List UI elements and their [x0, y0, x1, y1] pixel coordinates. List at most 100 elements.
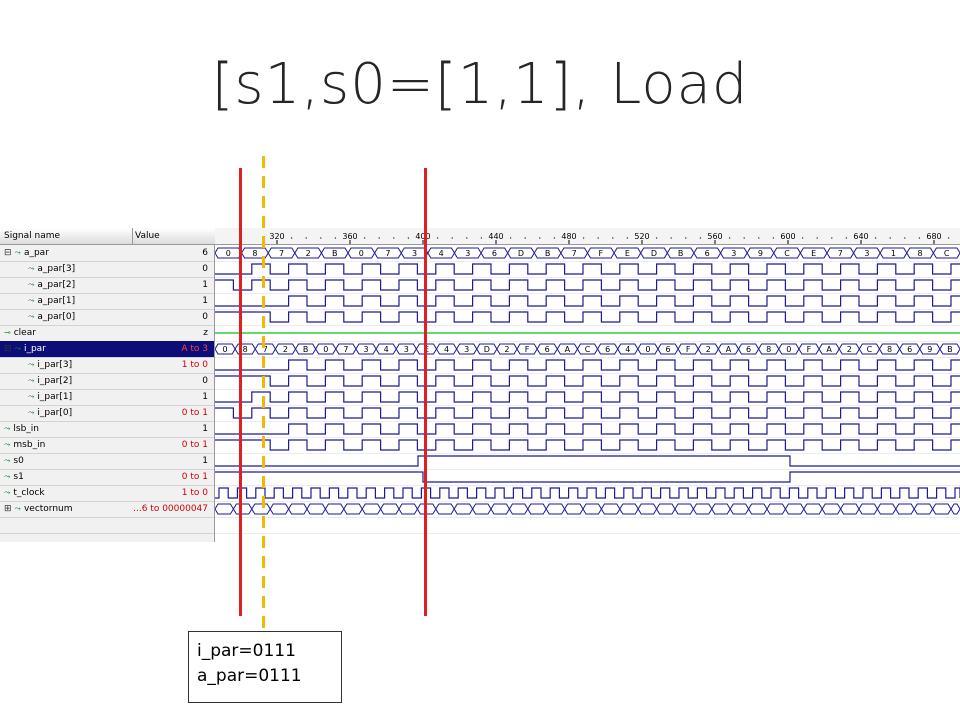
- bus-segment: [932, 247, 960, 259]
- signal-row[interactable]: ⤳i_par[2]0: [0, 373, 214, 390]
- bus-value-label: B: [545, 249, 551, 258]
- ruler-dot: [305, 237, 307, 239]
- signal-icon: ⤳: [28, 264, 35, 273]
- ruler-label: 440: [488, 232, 503, 241]
- ruler-dot: [597, 237, 599, 239]
- bus-value-label: 2: [504, 345, 509, 354]
- signal-row[interactable]: ⤳a_par[1]1: [0, 293, 214, 310]
- bus-value-label: 6: [605, 345, 610, 354]
- signal-name: ⤳s1: [4, 469, 24, 485]
- signal-label: i_par[1]: [37, 392, 73, 402]
- ruler-dot: [582, 237, 585, 239]
- signal-label: clear: [13, 328, 36, 338]
- signal-value: 1 to 0: [181, 488, 208, 498]
- bit-waveform: [215, 311, 960, 323]
- ruler-dot: [801, 237, 804, 239]
- collapse-icon[interactable]: ⊟: [4, 344, 12, 354]
- signal-icon: ⤳: [28, 376, 35, 385]
- ruler-dot: [918, 237, 921, 239]
- ruler-dot: [466, 237, 468, 239]
- red-marker-line-right: [424, 168, 427, 616]
- ruler-label: 640: [853, 232, 868, 241]
- signal-row[interactable]: ⤳a_par[2]1: [0, 277, 214, 294]
- ruler-dot: [539, 237, 541, 239]
- expand-icon[interactable]: ⊞: [4, 504, 12, 514]
- signal-row[interactable]: ⤳a_par[3]0: [0, 261, 214, 278]
- signal-name: ⤳s0: [4, 453, 24, 469]
- signal-row[interactable]: ⤳s0 1: [0, 453, 214, 470]
- bus-value-label: B: [678, 249, 684, 258]
- signal-value: ...6 to 00000047: [133, 504, 208, 514]
- signal-icon: ⤳: [4, 424, 11, 433]
- bus-value-label: 2: [847, 345, 852, 354]
- signal-icon: ⤳: [28, 408, 35, 417]
- bus-value-label: 7: [385, 249, 390, 258]
- signal-name: ⤳i_par[3]: [28, 357, 72, 373]
- signal-value: 6: [202, 248, 208, 258]
- bus-value-label: D: [651, 249, 657, 258]
- bus-value-label: D: [484, 345, 490, 354]
- signal-icon: ⤳: [28, 312, 35, 321]
- bus-value-label: 3: [412, 249, 417, 258]
- bit-waveform: [215, 279, 960, 291]
- collapse-icon[interactable]: ⊟: [4, 248, 12, 258]
- ruler-dot: [831, 237, 833, 239]
- signal-row[interactable]: ⤳i_par[1]1: [0, 389, 214, 406]
- bus-value-label: F: [598, 249, 603, 258]
- ruler-dot: [334, 237, 337, 239]
- signal-label: a_par: [23, 248, 49, 258]
- bus-value-label: 0: [223, 345, 228, 354]
- signal-icon: ⤳: [28, 296, 35, 305]
- ruler-dot: [655, 237, 658, 239]
- bus-value-label: 7: [572, 249, 577, 258]
- signal-value: 1: [202, 456, 208, 466]
- bus-value-label: E: [625, 249, 630, 258]
- bus-value-label: 0: [359, 249, 364, 258]
- signal-value: 1: [202, 296, 208, 306]
- value-header[interactable]: Value: [133, 228, 216, 245]
- bit-waveform: [215, 295, 960, 307]
- signal-icon: ⤳: [4, 440, 11, 449]
- signal-row[interactable]: ⤳a_par[0]0: [0, 309, 214, 326]
- signal-name: ⤳lsb_in: [4, 421, 39, 437]
- bus-value-label: 8: [252, 249, 257, 258]
- signal-row[interactable]: ⤳i_par[0]0 to 1: [0, 405, 214, 422]
- bus-value-label: 6: [665, 345, 670, 354]
- bus-value-label: C: [585, 345, 591, 354]
- bit-waveform: [215, 423, 960, 435]
- signal-name: ⤳i_par[0]: [28, 405, 72, 421]
- signal-value: 0 to 1: [181, 440, 208, 450]
- bit-waveform: [215, 439, 960, 451]
- ruler-label: 360: [342, 232, 357, 241]
- bus-value-label: 4: [625, 345, 630, 354]
- signal-icon: ⤳: [4, 472, 11, 481]
- s1-waveform: [215, 471, 960, 483]
- signal-value: 0 to 1: [181, 472, 208, 482]
- signal-name: ⤳i_par[1]: [28, 389, 72, 405]
- signal-name-header[interactable]: Signal name: [0, 228, 133, 245]
- ruler-dot: [685, 237, 687, 239]
- signal-row[interactable]: ⤳s1 0 to 1: [0, 469, 214, 486]
- bus-value-label: 7: [263, 345, 268, 354]
- ruler-dot: [524, 237, 526, 239]
- signal-label: lsb_in: [13, 424, 40, 434]
- signal-label: i_par[2]: [37, 376, 73, 386]
- bus-value-label: C: [784, 249, 790, 258]
- signal-label: a_par[0]: [37, 312, 76, 322]
- bit-waveform: [215, 263, 960, 275]
- signal-row[interactable]: ⊞⤳vectornum...6 to 00000047: [0, 501, 214, 518]
- signal-row[interactable]: ⤳i_par[3]1 to 0: [0, 357, 214, 374]
- ruler-dot: [947, 237, 950, 239]
- bus-value-label: 1: [891, 249, 896, 258]
- ruler-dot: [363, 237, 366, 239]
- ruler-dot: [393, 237, 395, 239]
